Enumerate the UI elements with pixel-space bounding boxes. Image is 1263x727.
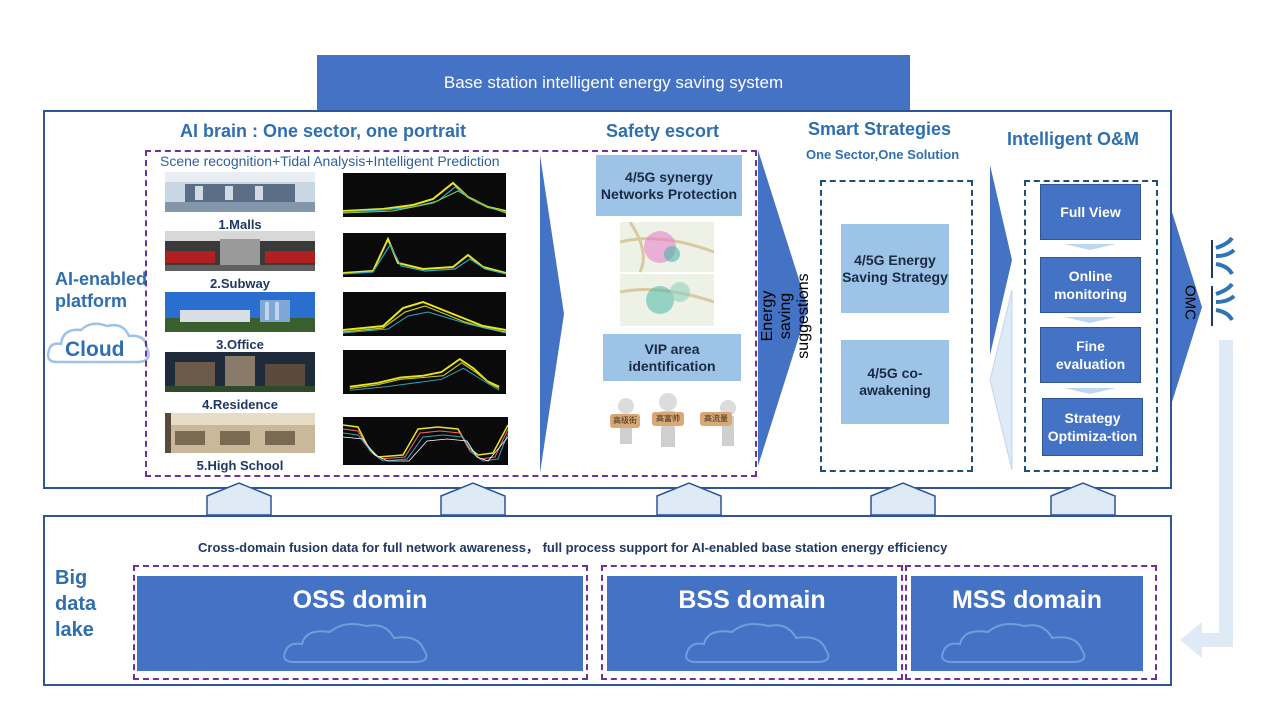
cloud-icon bbox=[685, 623, 830, 663]
energy-saving-label: Energy saving suggestions bbox=[759, 273, 812, 359]
chevron-down-icon bbox=[1064, 388, 1116, 394]
tidal-chart-malls bbox=[343, 173, 506, 217]
bss-frame bbox=[601, 565, 903, 680]
high-school-image bbox=[165, 413, 315, 453]
tidal-chart-office bbox=[343, 292, 506, 336]
antenna-icon bbox=[1211, 236, 1236, 326]
energy-saving-strategy-box: 4/5G Energy Saving Strategy bbox=[841, 224, 949, 313]
synergy-protection-box: 4/5G synergy Networks Protection bbox=[596, 155, 742, 216]
scene-residence: 4.Residence bbox=[165, 352, 315, 412]
cloud-icon bbox=[941, 623, 1086, 663]
forward-arrow-icon bbox=[990, 165, 1012, 355]
om-frame bbox=[1024, 180, 1158, 472]
cloud-icon bbox=[283, 623, 428, 663]
subway-image bbox=[165, 231, 315, 271]
omc-arrow-icon bbox=[1172, 212, 1202, 402]
oss-frame bbox=[133, 565, 588, 680]
strategies-frame bbox=[820, 180, 973, 472]
om-step-strategy-optimization: Strategy Optimiza-tion bbox=[1042, 398, 1143, 456]
tidal-chart-residence bbox=[343, 350, 506, 394]
tidal-chart-high-school bbox=[343, 417, 508, 465]
system-title: Base station intelligent energy saving s… bbox=[317, 55, 910, 110]
sign-label: 高级街 bbox=[613, 416, 637, 425]
flow-arrow-icon bbox=[540, 155, 564, 473]
up-arrow-icon bbox=[1050, 482, 1116, 516]
sign-label: 高富帅 bbox=[656, 414, 680, 423]
ai-brain-subheader: Scene recognition+Tidal Analysis+Intelli… bbox=[160, 153, 500, 169]
cloud-label: Cloud bbox=[65, 338, 125, 361]
scene-label: 1.Malls bbox=[218, 217, 262, 232]
office-image bbox=[165, 292, 315, 332]
chevron-down-icon bbox=[1064, 244, 1116, 250]
scene-label: 3.Office bbox=[216, 337, 264, 352]
mss-frame bbox=[905, 565, 1157, 680]
feedback-arrow-icon bbox=[989, 290, 1013, 470]
scene-high-school: 5.High School bbox=[165, 413, 315, 473]
vip-area-box: VIP area identification bbox=[603, 334, 741, 381]
scene-subway: 2.Subway bbox=[165, 231, 315, 291]
om-step-online-monitoring: Online monitoring bbox=[1040, 257, 1141, 313]
residence-image bbox=[165, 352, 315, 392]
strategies-subheader: One Sector,One Solution bbox=[806, 147, 960, 162]
big-data-lake-label: Big data lake bbox=[55, 567, 97, 641]
safety-header: Safety escort bbox=[606, 121, 720, 141]
figures-illustration: 高级街 高富帅 高流量 bbox=[608, 392, 748, 462]
energy-saving-arrow-icon bbox=[758, 150, 808, 466]
oss-domain: OSS domin bbox=[137, 576, 583, 671]
tidal-chart-subway bbox=[343, 233, 506, 277]
up-arrow-icon bbox=[656, 482, 722, 516]
scene-malls: 1.Malls bbox=[165, 172, 315, 232]
scene-label: 4.Residence bbox=[202, 397, 278, 412]
omc-label: OMC bbox=[1181, 285, 1199, 320]
ai-brain-frame bbox=[145, 150, 757, 477]
bss-domain-label: BSS domain bbox=[678, 586, 826, 614]
chevron-down-icon bbox=[1064, 317, 1116, 323]
return-arrow-icon bbox=[1180, 340, 1233, 658]
sign-label: 高流量 bbox=[704, 414, 728, 423]
scene-label: 5.High School bbox=[196, 458, 284, 473]
ai-platform-label: AI-enabled platform bbox=[55, 269, 148, 311]
strategies-header: Smart Strategies bbox=[808, 119, 952, 139]
lake-caption: Cross-domain fusion data for full networ… bbox=[198, 540, 948, 555]
malls-image bbox=[165, 172, 315, 212]
up-arrow-icon bbox=[206, 482, 272, 516]
mss-domain: MSS domain bbox=[911, 576, 1143, 671]
scene-label: 2.Subway bbox=[210, 276, 270, 291]
scene-office: 3.Office bbox=[165, 292, 315, 352]
heatmap-image bbox=[620, 222, 714, 326]
up-arrow-icon bbox=[870, 482, 936, 516]
mss-domain-label: MSS domain bbox=[951, 586, 1102, 614]
oss-domain-label: OSS domin bbox=[292, 586, 428, 614]
om-header: Intelligent O&M bbox=[1007, 129, 1139, 149]
ai-brain-header: AI brain : One sector, one portrait bbox=[180, 121, 467, 141]
om-step-fine-evaluation: Fine evaluation bbox=[1040, 327, 1141, 383]
co-awakening-box: 4/5G co-awakening bbox=[841, 340, 949, 424]
om-step-full-view: Full View bbox=[1040, 184, 1141, 240]
up-arrow-icon bbox=[440, 482, 506, 516]
